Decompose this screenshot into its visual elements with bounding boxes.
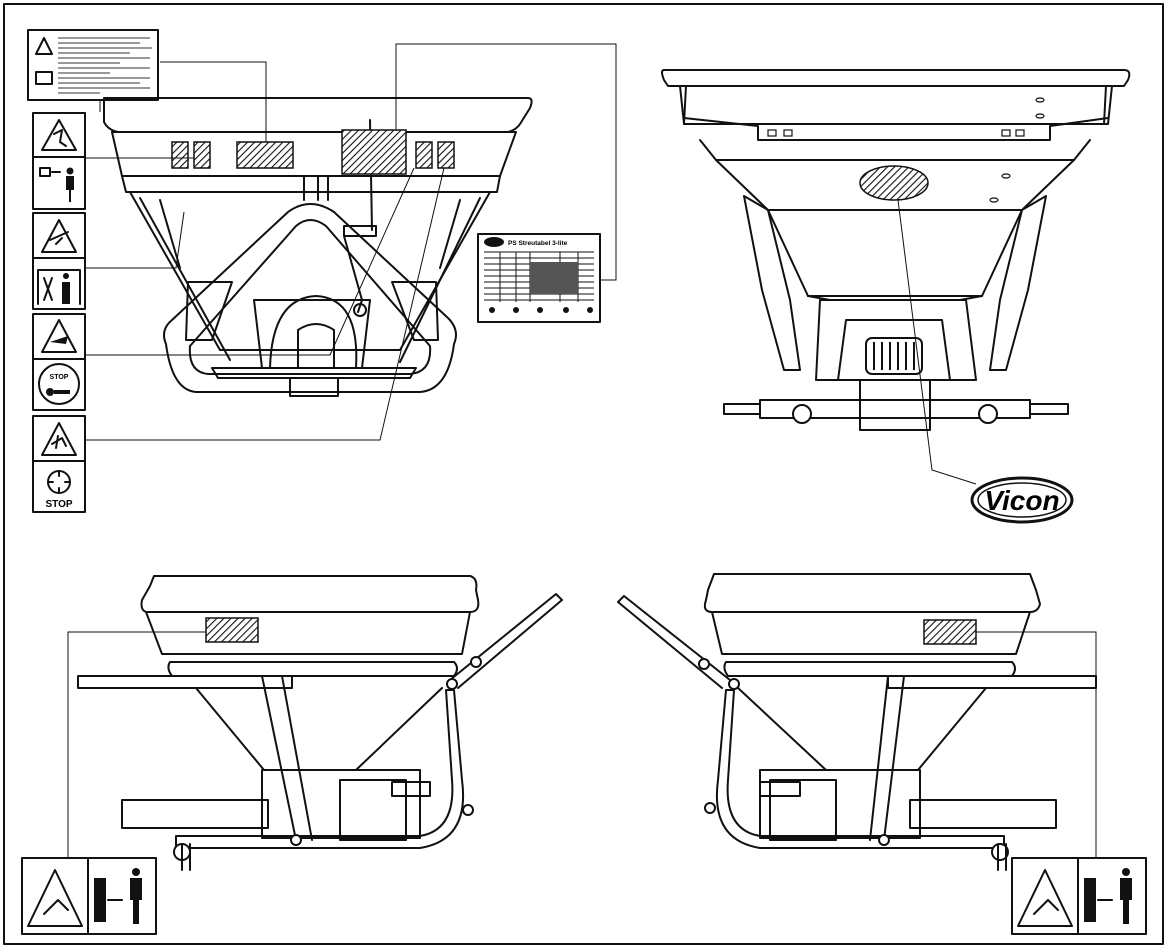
warning-decal-2 xyxy=(32,212,86,310)
stop-label: STOP xyxy=(45,499,72,510)
keep-distance-person-icon xyxy=(66,167,74,202)
page-frame xyxy=(3,3,1164,945)
warning-triangle-icon xyxy=(27,869,83,927)
decal-spot xyxy=(205,617,259,643)
logo-text: Vicon xyxy=(984,485,1059,516)
side-view-right xyxy=(617,573,1097,871)
side-view-left xyxy=(77,575,563,871)
gearbox-housing xyxy=(815,299,977,381)
warning-triangle-icon xyxy=(41,119,77,151)
decal-spot xyxy=(437,141,455,169)
warning-decal-3: STOP xyxy=(32,313,86,411)
decal-spot xyxy=(341,129,407,175)
decal-spot xyxy=(193,141,211,169)
decal-spot xyxy=(236,141,294,169)
stop-sign-icon xyxy=(38,363,80,405)
hopper-cone xyxy=(129,191,491,351)
calibration-plate: PS Streutabel 3-lite xyxy=(477,233,601,323)
warning-decal-1 xyxy=(32,112,86,210)
decal-spot xyxy=(923,619,977,645)
logo-decal-spot xyxy=(859,165,929,201)
stop-label: STOP xyxy=(50,374,69,381)
three-point-frame xyxy=(163,203,457,393)
warning-triangle-icon xyxy=(41,422,77,456)
warning-triangle-icon xyxy=(41,219,77,253)
hopper-lid xyxy=(661,69,1131,87)
rear-view-spreader xyxy=(103,97,533,397)
spinner-disc xyxy=(211,367,417,379)
warning-decal-4: STOP xyxy=(32,415,86,513)
hopper-lid xyxy=(103,97,533,133)
hopper-lid xyxy=(703,573,1041,613)
hopper-cone xyxy=(715,159,1075,211)
leader-lines xyxy=(85,43,617,441)
keep-distance-person-icon xyxy=(130,878,142,924)
warning-triangle-icon xyxy=(41,319,77,353)
decal-spot xyxy=(171,141,189,169)
drive-coupling xyxy=(865,337,923,375)
front-view-spreader xyxy=(661,69,1131,431)
decal-spot xyxy=(415,141,433,169)
warning-triangle-icon xyxy=(1017,869,1073,927)
vicon-logo: Vicon xyxy=(897,199,1074,524)
plate-header: PS Streutabel 3-lite xyxy=(508,240,568,247)
keep-distance-person-icon xyxy=(1120,878,1132,924)
safety-text-decal xyxy=(27,29,159,101)
hopper-lid xyxy=(140,575,480,613)
warning-decal-side-right xyxy=(1011,857,1147,935)
warning-decal-side-left xyxy=(21,857,157,935)
